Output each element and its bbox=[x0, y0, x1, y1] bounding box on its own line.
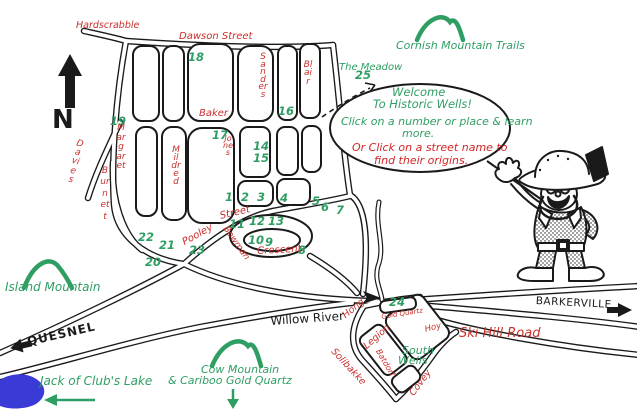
marker-21[interactable]: 21 bbox=[159, 238, 176, 252]
marker-2[interactable]: 2 bbox=[241, 190, 250, 204]
marker-20[interactable]: 20 bbox=[145, 255, 162, 269]
street-label-ski-hill-road[interactable]: Ski Hill Road bbox=[459, 326, 541, 341]
street-label-sanders[interactable]: Sanders bbox=[258, 52, 268, 100]
marker-22[interactable]: 22 bbox=[138, 230, 155, 244]
marker-19[interactable]: 19 bbox=[110, 114, 127, 128]
marker-3[interactable]: 3 bbox=[257, 190, 266, 204]
barkerville-arrow-icon bbox=[607, 303, 632, 317]
quesnel-arrow-icon bbox=[10, 338, 33, 353]
street-label-dawson[interactable]: Dawson Street bbox=[179, 31, 253, 42]
street-label-jones[interactable]: Jones bbox=[223, 134, 233, 157]
bubble-text-line-6: find their origins. bbox=[374, 154, 469, 167]
marker-5[interactable]: 5 bbox=[312, 194, 321, 208]
place-label-south-wells-2[interactable]: Wells bbox=[398, 354, 428, 367]
marker-7[interactable]: 7 bbox=[336, 203, 345, 217]
street-label-margaret[interactable]: Margaret bbox=[116, 123, 126, 172]
marker-13[interactable]: 13 bbox=[268, 214, 285, 228]
prospector-character bbox=[494, 146, 609, 282]
marker-11[interactable]: 11 bbox=[229, 217, 246, 231]
marker-24[interactable]: 24 bbox=[389, 295, 406, 309]
street-label-blair[interactable]: Blair bbox=[303, 60, 313, 87]
street-label-burnett[interactable]: Burnett bbox=[100, 166, 110, 222]
city-blocks bbox=[132, 43, 322, 258]
place-label-south-wells-1[interactable]: South bbox=[402, 344, 434, 357]
marker-4[interactable]: 4 bbox=[280, 191, 289, 205]
marker-23[interactable]: 23 bbox=[189, 243, 206, 257]
marker-17[interactable]: 17 bbox=[212, 128, 229, 142]
place-label-cariboo-gold-quartz[interactable]: & Cariboo Gold Quartz bbox=[168, 374, 292, 387]
cow-mountain-arrow-icon bbox=[227, 389, 239, 409]
bubble-text-line-1: Welcome bbox=[392, 85, 446, 99]
bubble-text-line-2: To Historic Wells! bbox=[373, 97, 473, 111]
place-label-island-mountain[interactable]: Island Mountain bbox=[5, 280, 101, 294]
marker-15[interactable]: 15 bbox=[253, 151, 270, 165]
compass-n-label: N bbox=[52, 105, 74, 135]
island-mountain-icon[interactable] bbox=[21, 259, 75, 291]
street-label-baker[interactable]: Baker bbox=[199, 108, 229, 119]
place-label-cornish-mountain-trails[interactable]: Cornish Mountain Trails bbox=[396, 39, 525, 52]
bubble-text-line-3: Click on a number or place & learn bbox=[341, 115, 533, 128]
marker-16[interactable]: 16 bbox=[278, 104, 295, 118]
marker-25[interactable]: 25 bbox=[355, 68, 372, 82]
cornish-mountain-icon[interactable] bbox=[414, 15, 466, 43]
south-wells-blocks bbox=[358, 293, 450, 394]
marker-9[interactable]: 9 bbox=[265, 235, 274, 249]
bubble-text-line-5: Or Click on a street name to bbox=[352, 141, 508, 154]
marker-12[interactable]: 12 bbox=[249, 214, 266, 228]
creek bbox=[374, 199, 385, 303]
north-arrow-icon bbox=[58, 54, 82, 108]
place-label-the-meadow[interactable]: The Meadow bbox=[339, 62, 403, 73]
marker-10[interactable]: 10 bbox=[248, 233, 265, 247]
street-label-mildred[interactable]: Mildred bbox=[171, 145, 181, 187]
marker-8[interactable]: 8 bbox=[298, 243, 307, 257]
marker-1[interactable]: 1 bbox=[225, 190, 234, 204]
marker-14[interactable]: 14 bbox=[253, 139, 270, 153]
bubble-text-line-4: more. bbox=[402, 127, 435, 140]
marker-18[interactable]: 18 bbox=[188, 50, 205, 64]
place-label-jack-of-clubs-lake[interactable]: Jack of Club's Lake bbox=[40, 374, 153, 388]
place-label-cow-mountain[interactable]: Cow Mountain bbox=[201, 363, 280, 376]
jack-lake-arrow-icon bbox=[44, 394, 95, 406]
street-label-hardscrabble[interactable]: Hardscrabble bbox=[76, 20, 140, 31]
cow-mountain-icon[interactable] bbox=[209, 339, 264, 369]
jack-of-clubs-lake-water[interactable] bbox=[0, 374, 45, 409]
marker-6[interactable]: 6 bbox=[321, 200, 330, 214]
bridge-arrow-icon bbox=[362, 291, 381, 304]
